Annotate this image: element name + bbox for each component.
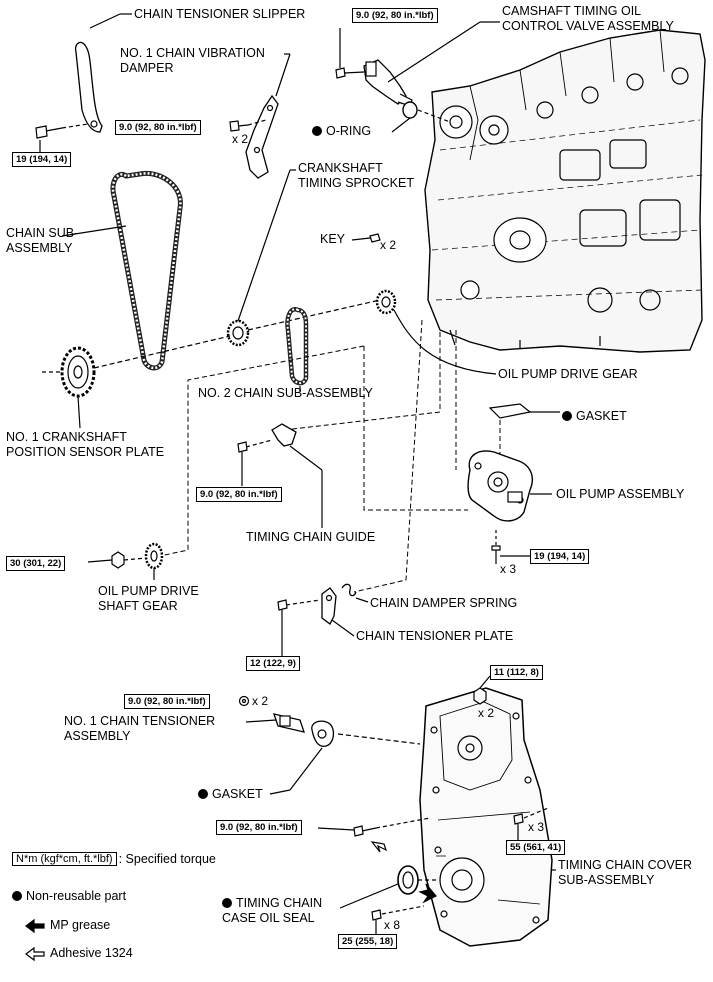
camshaft-valve-bolt [335, 28, 365, 79]
non-reusable-dot [562, 411, 572, 421]
o-ring-upper [391, 101, 451, 133]
label-no1-chain-tensioner-assembly: NO. 1 CHAIN TENSIONER ASSEMBLY [64, 714, 216, 743]
timing-chain-guide [271, 423, 323, 528]
legend-torque: N*m (kgf*cm, ft.*lbf) : Specified torque [12, 852, 216, 866]
chain-tensioner-slipper [74, 13, 132, 133]
label-oil-pump-assembly: OIL PUMP ASSEMBLY [556, 487, 685, 501]
legend-torque-text: : Specified torque [118, 852, 216, 866]
torque-cover-bolt-x3: 55 (561, 41) [506, 840, 566, 855]
torque-slipper-bolt: 19 (194, 14) [12, 152, 72, 167]
guide-bolt [237, 439, 273, 486]
torque-tensioner-nut: 9.0 (92, 80 in.*lbf) [124, 694, 210, 709]
grease-arrow [418, 883, 437, 904]
qty-key: x 2 [380, 238, 397, 252]
qty-cover-nuts: x 2 [478, 706, 495, 720]
legend-adhesive-text: Adhesive 1324 [50, 946, 133, 960]
gasket-lower-text: GASKET [212, 787, 263, 801]
label-no1-chain-vibration-damper: NO. 1 CHAIN VIBRATION DAMPER [120, 46, 265, 75]
chain-tensioner-plate [321, 587, 355, 637]
non-reusable-dot [222, 898, 232, 908]
gasket-upper [488, 403, 560, 419]
cover-bolts-25 [371, 905, 425, 934]
label-chain-sub-assembly: CHAIN SUB- ASSEMBLY [6, 226, 79, 255]
gasket-upper-text: GASKET [576, 409, 627, 423]
chain-damper-spring [341, 583, 369, 603]
oil-pump-bolt [491, 530, 530, 564]
dashed-leaders [159, 319, 501, 593]
label-chain-damper-spring: CHAIN DAMPER SPRING [370, 596, 518, 610]
damper-bolt [229, 119, 267, 132]
engine-block [424, 29, 706, 353]
label-timing-chain-case-oil-seal: TIMING CHAIN CASE OIL SEAL [222, 896, 322, 926]
oil-pump-drive-shaft-gear [144, 542, 164, 580]
crankshaft-sensor-plate [42, 346, 96, 429]
label-crankshaft-timing-sprocket: CRANKSHAFT TIMING SPROCKET [298, 161, 414, 190]
label-timing-chain-cover-sub-assembly: TIMING CHAIN COVER SUB-ASSEMBLY [558, 858, 693, 887]
crankshaft-timing-sprocket [226, 169, 296, 347]
label-timing-chain-guide: TIMING CHAIN GUIDE [246, 530, 376, 544]
tensioner-nut [238, 695, 250, 707]
adhesive-arrow [370, 841, 388, 853]
torque-guide-bolt: 9.0 (92, 80 in.*lbf) [196, 487, 282, 502]
label-gasket-lower: GASKET [198, 787, 263, 802]
cover-bolts-55 [513, 807, 549, 842]
chain-vibration-damper [245, 53, 291, 179]
qty-cover-bolts-55: x 3 [528, 820, 545, 834]
oil-pump-assembly [467, 450, 552, 522]
non-reusable-dot [312, 126, 322, 136]
slipper-bolt [35, 123, 89, 152]
timing-chain-cover [419, 687, 556, 947]
torque-damper-bolt: 9.0 (92, 80 in.*lbf) [115, 120, 201, 135]
non-reusable-dot [198, 789, 208, 799]
torque-cover-stud: 9.0 (92, 80 in.*lbf) [216, 820, 302, 835]
torque-cover-bolt-x8: 25 (255, 18) [338, 934, 398, 949]
legend-torque-sample: N*m (kgf*cm, ft.*lbf) [12, 852, 117, 866]
torque-shaft-gear-nut: 30 (301, 22) [6, 556, 66, 571]
timing-chain [61, 170, 183, 371]
label-chain-tensioner-slipper: CHAIN TENSIONER SLIPPER [134, 7, 306, 21]
qty-tensioner-nuts: x 2 [252, 694, 269, 708]
timing-chain-case-oil-seal [339, 865, 438, 909]
qty-cover-bolts-25: x 8 [384, 918, 401, 932]
torque-camshaft-valve-bolt: 9.0 (92, 80 in.*lbf) [352, 8, 438, 23]
label-no1-crankshaft-position-sensor-plate: NO. 1 CRANKSHAFT POSITION SENSOR PLATE [6, 430, 165, 459]
adhesive-legend-arrow [25, 946, 45, 962]
label-gasket-upper: GASKET [562, 409, 627, 424]
qty-oil-pump-bolts: x 3 [500, 562, 517, 576]
torque-oil-pump-bolt: 19 (194, 14) [530, 549, 590, 564]
legend-mp-grease-text: MP grease [50, 918, 111, 932]
shaft-gear-nut [87, 551, 147, 569]
oil-pump-drive-gear [375, 289, 497, 375]
legend-non-reusable-text: Non-reusable part [26, 889, 127, 903]
torque-cover-nut: 11 (112, 8) [490, 665, 543, 680]
mp-grease-legend-arrow [25, 918, 45, 934]
torque-tensioner-plate-bolt: 12 (122, 9) [246, 656, 300, 671]
label-key: KEY [320, 232, 346, 246]
crank-axis-line [93, 335, 231, 369]
legend-adhesive: Adhesive 1324 [50, 946, 133, 960]
crank-axis-line-2 [247, 299, 381, 331]
label-o-ring: O-RING [312, 124, 371, 139]
tensioner-plate-bolt [277, 599, 321, 656]
label-camshaft-timing-oil-control-valve: CAMSHAFT TIMING OIL CONTROL VALVE ASSEMB… [502, 4, 674, 33]
cover-stud [317, 817, 431, 837]
key-part [351, 233, 381, 243]
non-reusable-dot [12, 891, 22, 901]
oil-seal-text: TIMING CHAIN CASE OIL SEAL [222, 896, 323, 925]
legend-mp-grease: MP grease [50, 918, 110, 932]
qty-damper-bolts: x 2 [232, 132, 249, 146]
label-chain-tensioner-plate: CHAIN TENSIONER PLATE [356, 629, 514, 643]
label-oil-pump-drive-gear: OIL PUMP DRIVE GEAR [498, 367, 638, 381]
label-no2-chain-sub-assembly: NO. 2 CHAIN SUB-ASSEMBLY [198, 386, 373, 400]
cover-nut [473, 675, 491, 705]
gasket-lower [269, 720, 421, 795]
label-oil-pump-drive-shaft-gear: OIL PUMP DRIVE SHAFT GEAR [98, 584, 199, 613]
no1-chain-tensioner [245, 713, 305, 733]
no2-chain [285, 307, 309, 392]
o-ring-text: O-RING [326, 124, 372, 138]
legend-non-reusable: Non-reusable part [12, 889, 126, 903]
